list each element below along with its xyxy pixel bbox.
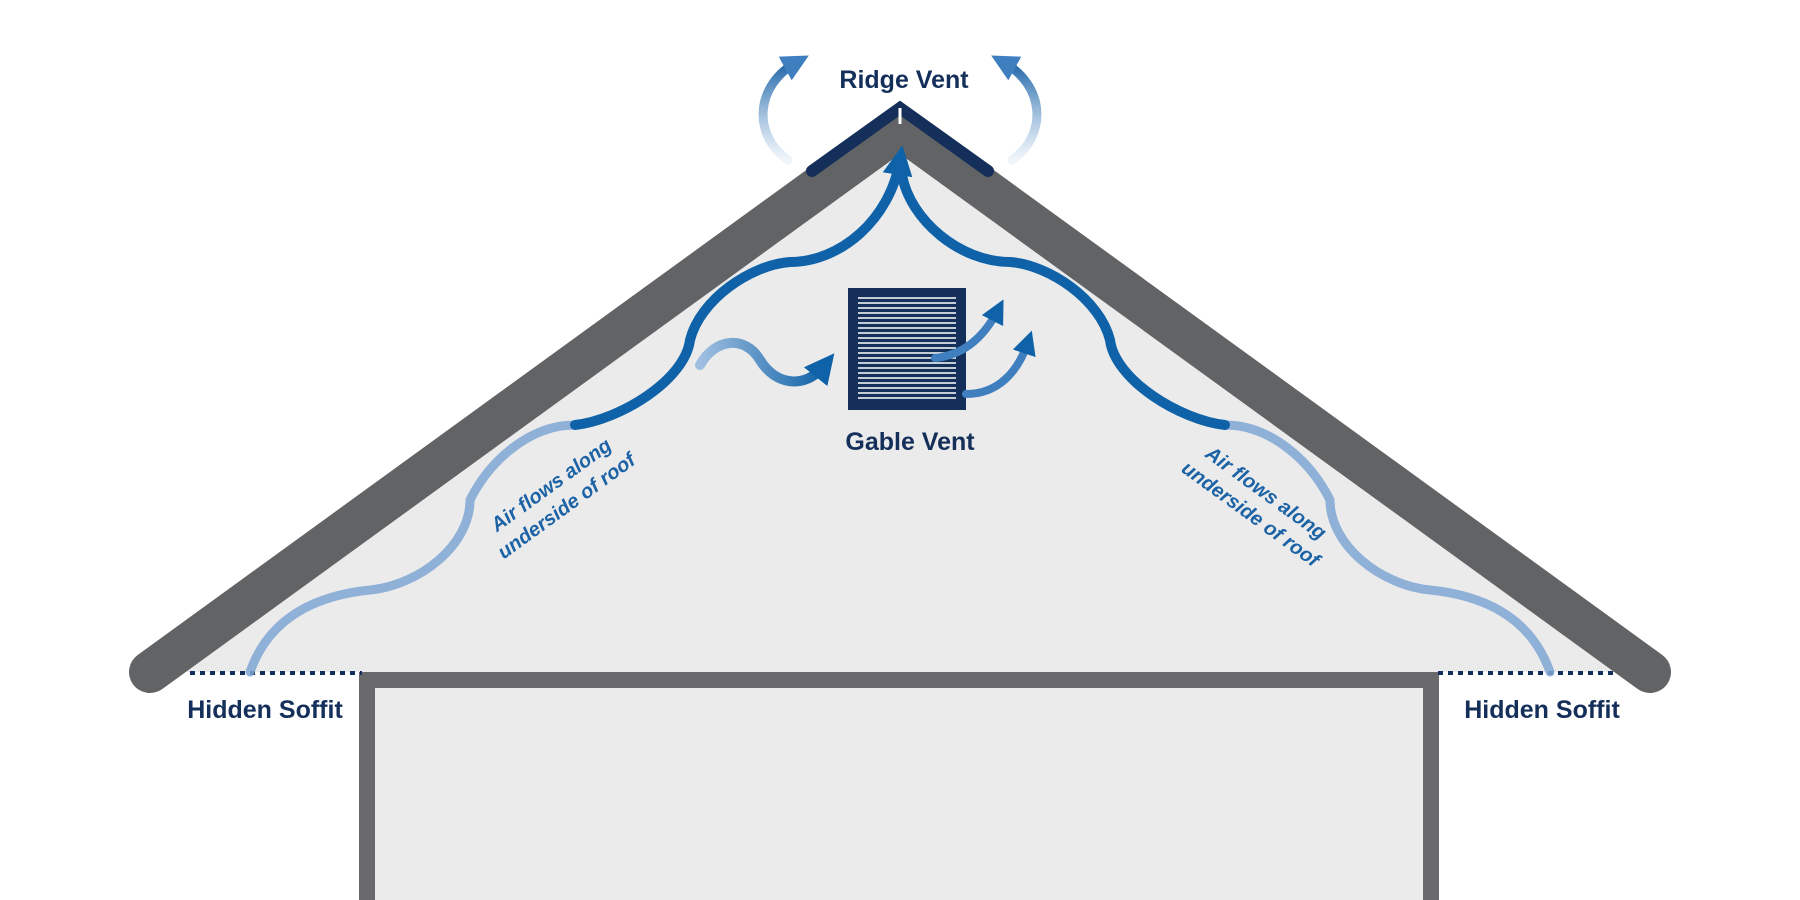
airflow-into-gable (695, 338, 835, 387)
house-wall-outline (359, 672, 1439, 900)
airflow-out-of-gable-lower (962, 330, 1036, 398)
ridge-vent-label: Ridge Vent (839, 66, 969, 94)
airflow-left-lower (245, 420, 580, 677)
gable-vent-louvers (858, 297, 956, 399)
ridge-exhaust-arrow-right (991, 55, 1042, 165)
house-wall-fill (367, 678, 1431, 900)
ridge-exhaust-arrow-left (758, 55, 809, 165)
airflow-out-of-gable-upper (931, 299, 1004, 362)
airflow-left-upper (570, 145, 913, 430)
hidden-soffit-left-label: Hidden Soffit (187, 696, 343, 724)
gable-vent-label: Gable Vent (845, 428, 975, 456)
gable-vent (848, 288, 966, 410)
airflow-right-upper (897, 170, 1230, 430)
hidden-soffit-right-label: Hidden Soffit (1464, 696, 1620, 724)
roof (129, 102, 1671, 693)
airflow-right-lower (1220, 420, 1555, 677)
